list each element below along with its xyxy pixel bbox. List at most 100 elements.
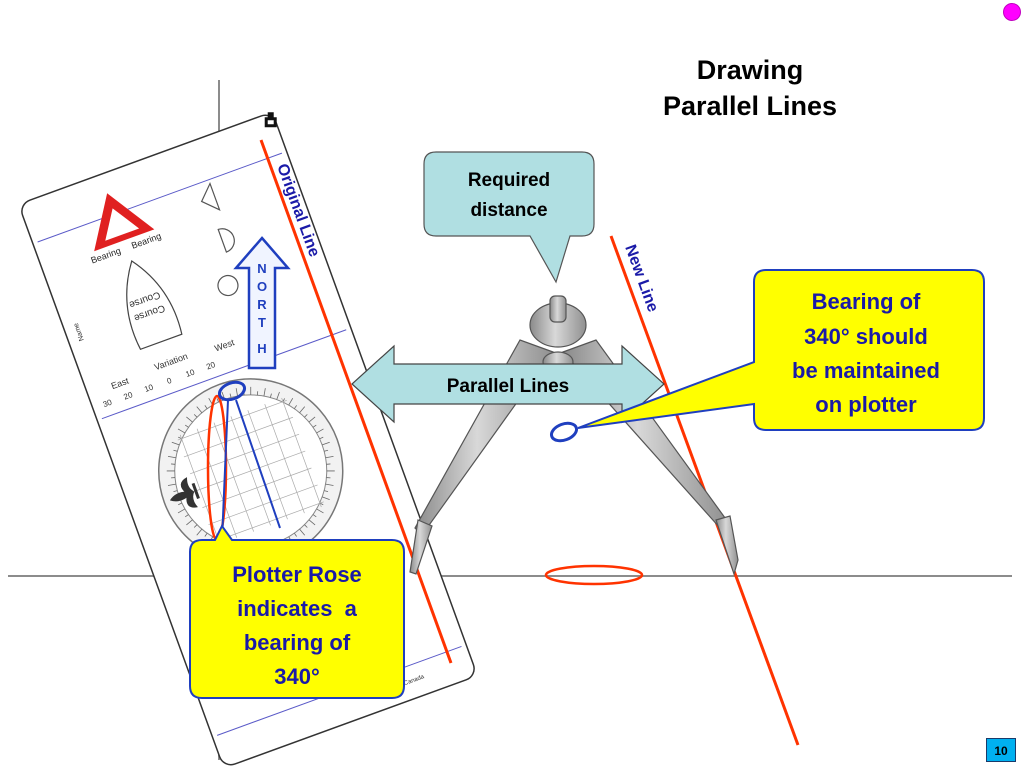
rose-tick — [325, 483, 334, 486]
rose-tick — [184, 514, 189, 518]
boat-outline — [126, 260, 183, 351]
original-line — [259, 139, 453, 664]
bearing-pointer-line — [235, 399, 281, 529]
rose-tick — [322, 496, 330, 501]
bearing-callout-text: Bearing of — [812, 289, 921, 314]
rose-tick — [304, 524, 308, 528]
corner-dot — [1003, 3, 1021, 21]
north-letter: N — [257, 261, 266, 276]
rose-tick — [294, 405, 297, 409]
bearing-pointer-line — [221, 399, 229, 541]
variation-tick: 20 — [205, 360, 217, 372]
rose-tick — [270, 393, 272, 398]
rose-grid-line — [208, 484, 318, 525]
rose-tick — [326, 470, 335, 472]
rose-grid-line — [247, 410, 288, 520]
variation-tick: 10 — [184, 367, 196, 379]
bearing-callout-text: 340° should — [804, 324, 928, 349]
compass-rose — [157, 378, 344, 564]
rose-tick — [324, 490, 329, 493]
rose-tick — [294, 532, 297, 537]
rose-tick — [308, 416, 316, 423]
rose-tick — [288, 397, 294, 406]
variation-tick: 10 — [143, 382, 155, 394]
north-arrow: N O R T H — [233, 236, 291, 370]
rose-tick — [171, 463, 176, 465]
plotter-rose-text: 340° — [274, 664, 320, 689]
rose-grid-line — [202, 467, 312, 509]
rose-tick — [173, 490, 178, 493]
half-circle-mark — [217, 228, 235, 253]
slide-title: Drawing Parallel Lines — [600, 52, 900, 124]
rose-tick — [235, 388, 238, 397]
slide-title-line: Drawing — [696, 55, 804, 85]
variation-tick: 0 — [166, 376, 174, 386]
rose-grid-line — [281, 397, 322, 508]
rose-tick — [204, 405, 208, 409]
rose-tick — [177, 428, 186, 434]
rose-grid-line — [196, 450, 306, 492]
rose-grid-line — [214, 501, 324, 542]
rose-tick — [196, 528, 203, 536]
rose-tick — [325, 455, 334, 459]
rose-tick — [166, 470, 175, 472]
rose-tick — [263, 388, 266, 397]
rose-tick — [184, 424, 189, 428]
plotter-grommet-icon — [264, 112, 277, 128]
rose-tick — [229, 393, 232, 398]
north-letter: T — [258, 315, 266, 330]
plotter: Bearing Bearing Course Course East Varia… — [21, 112, 475, 766]
rose-tick — [171, 477, 176, 479]
rose-tick — [250, 386, 252, 395]
rose-tick — [308, 519, 316, 526]
rose-tick — [171, 441, 180, 446]
rose-tick — [304, 414, 308, 418]
required-distance-text: Required — [468, 170, 550, 191]
circle-mark — [217, 274, 239, 297]
triangle-mark — [200, 181, 221, 212]
north-letter: R — [257, 297, 267, 312]
bearing-callout: Bearing of 340° should be maintained on … — [577, 269, 985, 431]
rose-tick — [276, 391, 280, 400]
variation-tick: 20 — [122, 390, 134, 402]
rose-tick — [326, 463, 331, 465]
rose-bearing-marker — [217, 380, 247, 402]
rose-grid — [177, 397, 324, 545]
required-distance-callout: Required distance — [423, 151, 595, 284]
rose-tick — [193, 524, 198, 528]
rose-tick — [326, 477, 331, 479]
rose-tick — [193, 414, 198, 418]
plotter-rose-text: bearing of — [244, 630, 351, 655]
north-letter: O — [257, 279, 267, 294]
rose-tick — [186, 416, 193, 423]
bearing-callout-text: on plotter — [815, 392, 917, 417]
parallel-lines-arrow: Parallel Lines — [351, 344, 665, 424]
plotter-rose-text: indicates a — [237, 596, 358, 621]
rose-tick — [299, 528, 306, 536]
rose-tick — [312, 424, 317, 428]
rose-tick — [167, 483, 176, 486]
intersection-highlight-ellipse — [544, 564, 644, 586]
plotter-rose-text: Plotter Rose — [232, 562, 362, 587]
rose-tick — [186, 519, 193, 526]
rose-tick — [319, 436, 324, 440]
plotter-rose-callout: Plotter Rose indicates a bearing of 340° — [189, 524, 405, 699]
rose-tick — [173, 449, 178, 452]
rose-tick — [178, 502, 183, 506]
new-line-bearing-marker — [549, 421, 579, 443]
rose-tick — [167, 455, 176, 459]
rose-tick — [299, 406, 306, 413]
rose-grid-line — [264, 403, 305, 514]
variation-tick: 30 — [102, 397, 114, 409]
fleur-de-lis-icon — [169, 477, 200, 508]
page-number: 10 — [986, 738, 1016, 762]
required-distance-text: distance — [470, 200, 547, 221]
rose-tick — [316, 508, 324, 514]
rose-tick — [177, 508, 186, 514]
rose-tick — [324, 449, 329, 452]
rose-tick — [316, 428, 324, 434]
rose-tick — [204, 532, 208, 537]
rose-tick — [322, 441, 330, 446]
parallel-lines-label: Parallel Lines — [447, 376, 570, 397]
